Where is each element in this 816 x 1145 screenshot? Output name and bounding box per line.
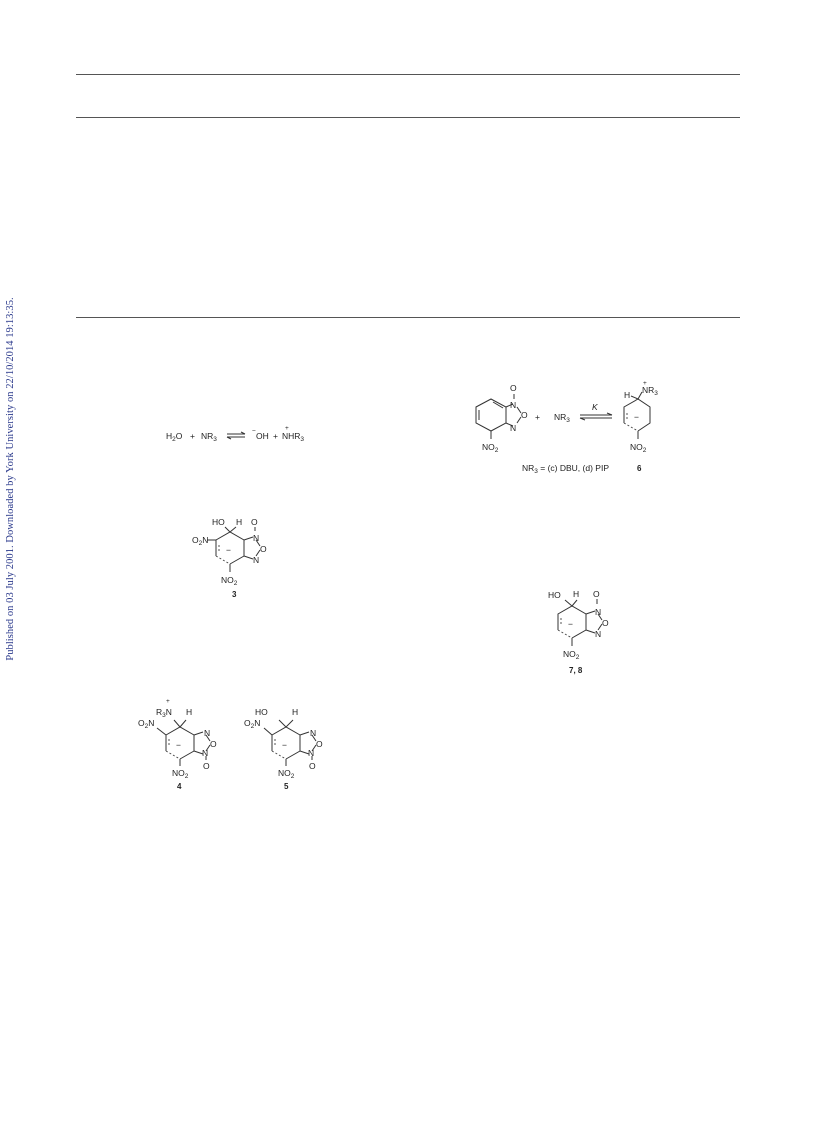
scheme-reagent: NR3	[554, 412, 570, 424]
eq-hydroxide-charge: −	[252, 428, 256, 435]
product-h: H	[624, 390, 630, 400]
eq-ammonium: NHR3	[282, 431, 304, 443]
compound-5-structure: − HO H O2N N O N O NO2 5	[244, 707, 323, 791]
compound-4-amine: R3N	[156, 707, 172, 719]
compound-7-8-ring-n-top: N	[595, 607, 601, 617]
compound-5-charge: −	[282, 740, 287, 750]
compound-number-4: 4	[177, 782, 182, 791]
compound-3-structure: − HO H O N O N O2N NO2 3	[192, 517, 267, 599]
compound-7-8-bottom-nitro: NO2	[563, 649, 580, 661]
compound-5-bottom-nitro: NO2	[278, 768, 295, 780]
eq-hydroxide: OH	[256, 431, 269, 441]
compound-7-8-charge: −	[568, 619, 573, 629]
product-nitro: NO2	[630, 442, 647, 454]
product-charge: −	[634, 412, 639, 422]
header-rule	[76, 117, 740, 118]
scheme-plus: +	[535, 412, 540, 422]
compound-5-ring-n-bottom: N	[308, 748, 314, 758]
compound-3-oxide: O	[251, 517, 258, 527]
compound-5-ring-n-top: N	[310, 728, 316, 738]
equilibrium-constant: K	[592, 402, 598, 412]
product-amine-charge: +	[643, 380, 647, 387]
reactant-ring-n-bottom: N	[510, 423, 516, 433]
reactant-nitro: NO2	[482, 442, 499, 454]
equilibrium-arrow	[226, 431, 246, 440]
compound-4-h: H	[186, 707, 192, 717]
compound-7-8-h: H	[573, 589, 579, 599]
compound-7-8-structure: − HO H O N O N NO2 7, 8	[548, 589, 609, 675]
compound-5-oxide: O	[309, 761, 316, 771]
equilibrium-arrow-k: K	[579, 402, 613, 421]
compound-3-ring-n-top: N	[253, 533, 259, 543]
compound-4-bottom-nitro: NO2	[172, 768, 189, 780]
eq-ammonium-charge: +	[285, 425, 289, 432]
compound-4-structure: − + R3N H O2N N O N O NO2 4	[138, 698, 217, 791]
reactant-oxide: O	[510, 383, 517, 393]
compound-5-ho: HO	[255, 707, 268, 717]
compound-number-6: 6	[637, 464, 642, 473]
compound-7-8-ring-n-bottom: N	[595, 629, 601, 639]
top-rule	[76, 74, 740, 75]
eq-plus-1: +	[190, 431, 195, 441]
compound-7-8-oxide: O	[593, 589, 600, 599]
reactant-ring-n-top: N	[510, 400, 516, 410]
compound-4-ring-n-top: N	[204, 728, 210, 738]
reactant-ring-o: O	[521, 410, 528, 420]
eq-plus-2: +	[273, 431, 278, 441]
compound-5-ring-o: O	[316, 739, 323, 749]
product-adduct-6: − H + NR3 NO2	[623, 380, 658, 454]
compound-7-8-ho: HO	[548, 590, 561, 600]
compound-number-7-8: 7, 8	[569, 666, 583, 675]
product-amine: NR3	[642, 385, 658, 397]
amine-adduct-scheme: O N O N NO2 + NR3 K − H + NR3 NO2 NR3 = …	[475, 380, 658, 475]
compound-4-left-nitro: O2N	[138, 718, 154, 730]
compound-4-ring-n-bottom: N	[202, 748, 208, 758]
reactant-nitrobenzofuroxan: O N O N NO2	[475, 383, 528, 454]
compound-number-5: 5	[284, 782, 289, 791]
compound-4-charge: −	[176, 740, 181, 750]
compound-4-oxide: O	[203, 761, 210, 771]
compound-4-ring-o: O	[210, 739, 217, 749]
eq-h2o: H2O	[166, 431, 183, 443]
amine-definition: NR3 = (c) DBU, (d) PIP	[522, 463, 609, 475]
compound-4-amine-charge: +	[166, 698, 170, 705]
compound-3-left-nitro: O2N	[192, 535, 208, 547]
water-amine-equilibrium: H2O + NR3 − OH + + NHR3	[166, 425, 304, 443]
compound-7-8-ring-o: O	[602, 618, 609, 628]
publication-note: Published on 03 July 2001. Downloaded by…	[5, 297, 16, 661]
compound-3-h: H	[236, 517, 242, 527]
compound-3-charge: −	[226, 545, 231, 555]
compound-3-ho: HO	[212, 517, 225, 527]
compound-number-3: 3	[232, 590, 237, 599]
compound-5-h: H	[292, 707, 298, 717]
compound-3-bottom-nitro: NO2	[221, 575, 238, 587]
compound-5-left-nitro: O2N	[244, 718, 260, 730]
compound-3-ring-n-bottom: N	[253, 555, 259, 565]
eq-amine: NR3	[201, 431, 217, 443]
compound-3-ring-o: O	[260, 544, 267, 554]
section-rule	[76, 317, 740, 318]
